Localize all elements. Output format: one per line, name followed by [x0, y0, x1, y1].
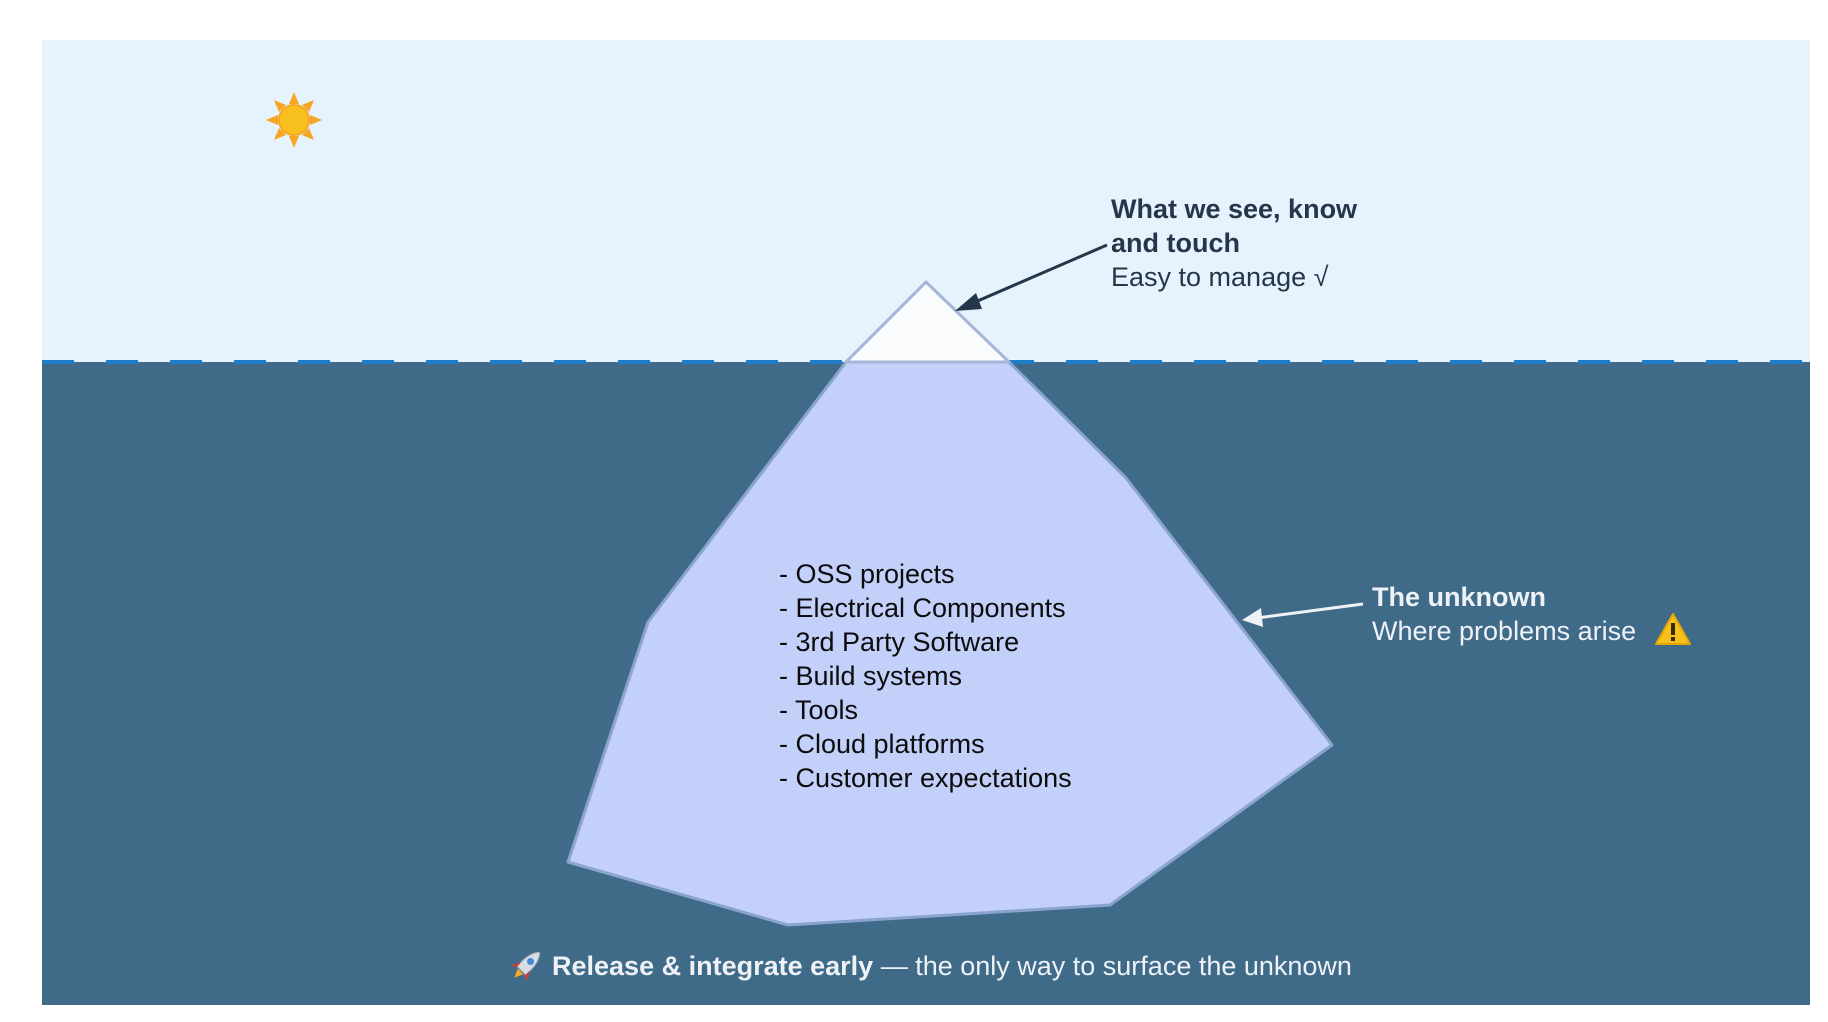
visible-callout-title: What we see, know and touch	[1111, 194, 1365, 258]
hidden-items-list: - OSS projects - Electrical Components -…	[779, 559, 1073, 793]
hidden-item: - Customer expectations	[779, 763, 1072, 793]
unknown-callout-arrow	[1242, 602, 1364, 627]
hidden-item: - Tools	[779, 695, 858, 725]
sun-icon	[266, 92, 322, 148]
visible-callout-subtitle: Easy to manage √	[1111, 262, 1329, 292]
hidden-item: - OSS projects	[779, 559, 955, 589]
hidden-item: - Build systems	[779, 661, 962, 691]
hidden-item: - 3rd Party Software	[779, 627, 1019, 657]
visible-callout-arrow	[955, 243, 1108, 311]
footer-tagline-rest: — the only way to surface the unknown	[881, 951, 1352, 981]
unknown-callout-subtitle: Where problems arise	[1372, 616, 1636, 646]
iceberg-tip	[844, 280, 1011, 364]
iceberg-submerged	[566, 360, 1334, 927]
hidden-item: - Cloud platforms	[779, 729, 985, 759]
hidden-item: - Electrical Components	[779, 593, 1066, 623]
unknown-callout-title: The unknown	[1372, 582, 1546, 612]
rocket-icon	[510, 951, 541, 982]
footer-tagline: Release & integrate early — the only way…	[552, 951, 1352, 981]
footer-tagline-bold: Release & integrate early	[552, 951, 873, 981]
warning-icon	[1655, 613, 1691, 645]
